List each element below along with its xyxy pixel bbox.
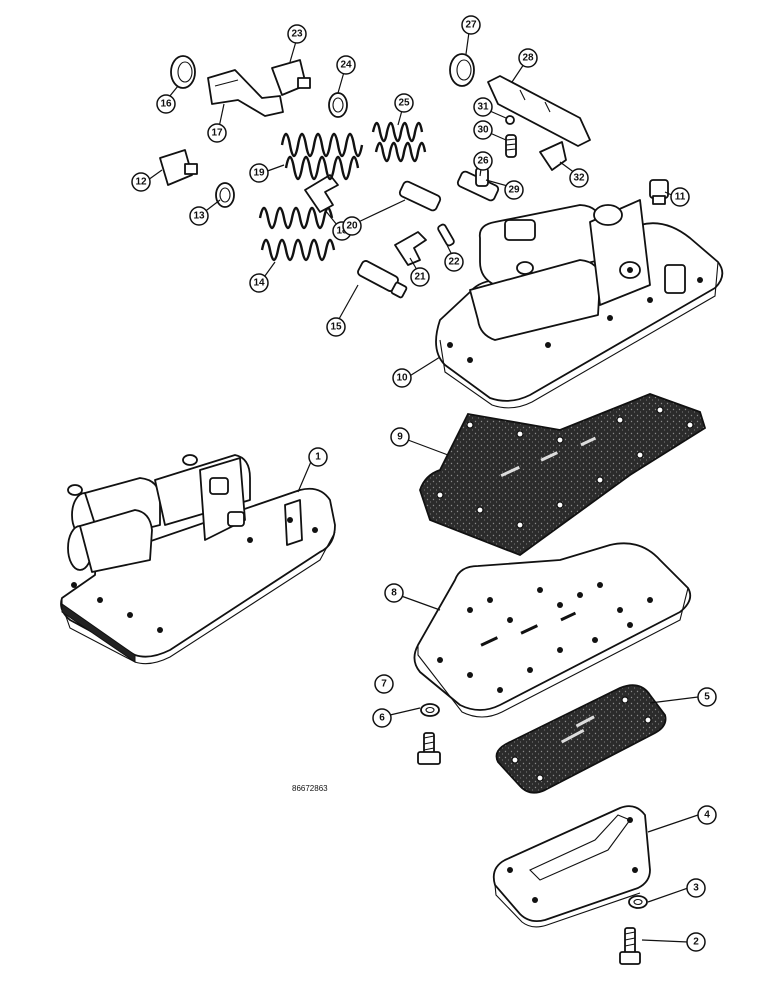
svg-text:20: 20 <box>346 221 358 232</box>
part-23-plug <box>271 59 311 96</box>
svg-text:22: 22 <box>448 257 460 268</box>
callout-labels: 1 2 3 4 5 6 7 8 9 10 11 12 13 14 15 16 1… <box>131 15 717 952</box>
svg-text:30: 30 <box>477 125 489 136</box>
svg-text:3: 3 <box>693 883 699 894</box>
callout-9: 9 <box>390 427 410 447</box>
part-5-small-gasket <box>495 684 667 794</box>
svg-text:13: 13 <box>193 211 205 222</box>
svg-text:32: 32 <box>573 173 585 184</box>
callout-12: 12 <box>131 172 151 192</box>
part-9-gasket <box>419 393 707 557</box>
callout-28: 28 <box>518 48 538 68</box>
callout-31: 31 <box>473 97 493 117</box>
part-31-ball <box>505 115 515 125</box>
callout-10: 10 <box>392 368 412 388</box>
callout-23: 23 <box>287 24 307 44</box>
part-22-pin <box>437 223 455 247</box>
callout-14: 14 <box>249 273 269 293</box>
reference-number: 86672863 <box>292 784 328 793</box>
callout-13: 13 <box>189 206 209 226</box>
callout-21: 21 <box>410 267 430 287</box>
callout-26: 26 <box>473 151 493 171</box>
part-30-spring <box>505 134 517 158</box>
callout-22: 22 <box>444 252 464 272</box>
part-28-valve <box>487 75 591 147</box>
svg-text:29: 29 <box>508 185 520 196</box>
svg-text:27: 27 <box>465 20 477 31</box>
svg-text:25: 25 <box>398 98 410 109</box>
callout-16: 16 <box>156 94 176 114</box>
svg-text:28: 28 <box>522 53 534 64</box>
part-7-washer <box>420 703 440 717</box>
callout-17: 17 <box>207 123 227 143</box>
part-19-spring <box>280 132 364 181</box>
part-8-separator-plate <box>413 542 692 718</box>
part-12-plug <box>159 149 198 186</box>
part-10-valve-body <box>435 199 724 409</box>
svg-text:4: 4 <box>704 810 710 821</box>
svg-text:31: 31 <box>477 102 489 113</box>
part-27-seal <box>449 53 475 87</box>
part-17-valve <box>207 69 284 117</box>
callout-8: 8 <box>384 583 404 603</box>
callout-27: 27 <box>461 15 481 35</box>
svg-text:11: 11 <box>675 192 686 203</box>
callout-19: 19 <box>249 163 269 183</box>
part-16-seal <box>170 55 196 89</box>
svg-text:5: 5 <box>704 692 710 703</box>
svg-text:10: 10 <box>396 373 408 384</box>
part-13-washer <box>215 182 235 208</box>
svg-text:23: 23 <box>291 29 303 40</box>
svg-text:21: 21 <box>414 272 426 283</box>
callout-15: 15 <box>326 317 346 337</box>
svg-text:1: 1 <box>315 452 321 463</box>
part-21-clip <box>394 231 427 266</box>
part-25-spring <box>371 121 427 163</box>
svg-text:12: 12 <box>135 177 147 188</box>
callout-2: 2 <box>686 932 706 952</box>
callout-30: 30 <box>473 120 493 140</box>
svg-text:8: 8 <box>391 588 397 599</box>
svg-text:19: 19 <box>253 168 265 179</box>
svg-text:7: 7 <box>381 679 387 690</box>
svg-text:16: 16 <box>160 99 172 110</box>
svg-text:17: 17 <box>211 128 223 139</box>
callout-32: 32 <box>569 168 589 188</box>
callout-20: 20 <box>342 216 362 236</box>
part-1-valve-body-assembly <box>60 454 336 665</box>
part-11-plug <box>649 179 669 205</box>
callout-7: 7 <box>374 674 394 694</box>
callout-25: 25 <box>394 93 414 113</box>
part-6-bolt <box>417 732 441 765</box>
part-3-washer <box>628 895 648 909</box>
part-18-clip <box>304 174 339 213</box>
part-32-clip <box>539 141 567 171</box>
part-20-valve <box>398 180 442 212</box>
part-15-valve <box>357 260 408 299</box>
svg-text:15: 15 <box>330 322 342 333</box>
part-4-cover-plate <box>492 805 651 928</box>
callout-6: 6 <box>372 708 392 728</box>
callout-29: 29 <box>504 180 524 200</box>
callout-5: 5 <box>697 687 717 707</box>
svg-text:18: 18 <box>336 226 348 237</box>
svg-text:26: 26 <box>477 156 489 167</box>
svg-text:2: 2 <box>693 937 699 948</box>
callout-24: 24 <box>336 55 356 75</box>
part-14-spring <box>258 206 336 262</box>
part-24-washer <box>328 92 348 118</box>
callout-3: 3 <box>686 878 706 898</box>
callout-1: 1 <box>308 447 328 467</box>
svg-text:14: 14 <box>253 278 265 289</box>
callout-4: 4 <box>697 805 717 825</box>
svg-text:6: 6 <box>379 713 385 724</box>
part-29-pin <box>475 167 489 187</box>
part-2-bolt <box>619 927 641 965</box>
svg-text:24: 24 <box>340 60 352 71</box>
svg-text:9: 9 <box>397 432 403 443</box>
callout-11: 11 <box>670 187 690 207</box>
